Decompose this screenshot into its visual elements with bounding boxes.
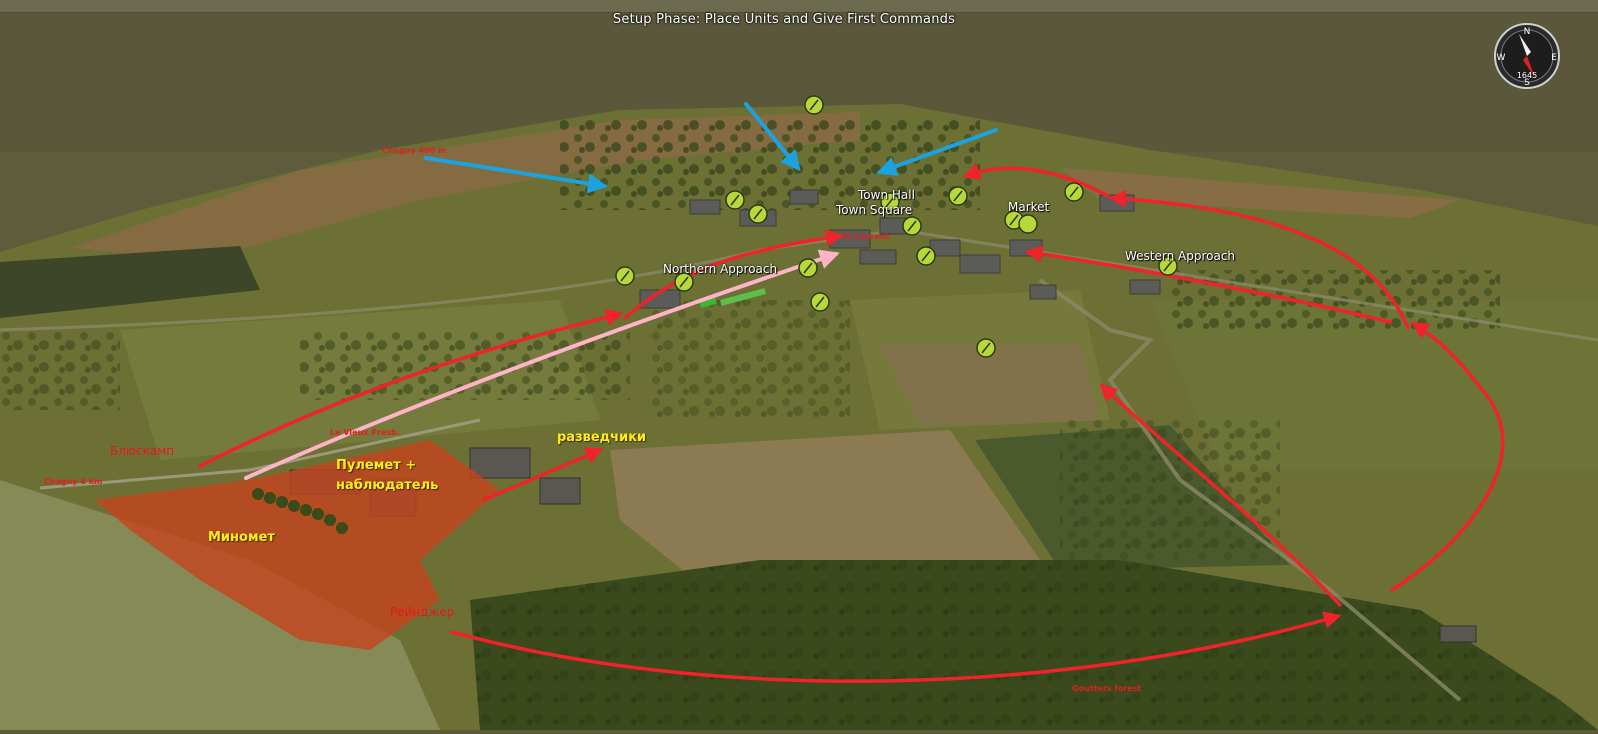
annotation-machine-gun-line2: наблюдатель (336, 478, 439, 493)
annotation-ranger: Рейнджер (390, 605, 455, 619)
label-left-edge: Chagny 6 km (44, 477, 103, 486)
label-market: Market (1008, 200, 1050, 214)
compass-west: W (1497, 53, 1506, 63)
compass-south: S (1524, 78, 1530, 88)
label-western-approach: Western Approach (1125, 249, 1236, 263)
phase-banner: Setup Phase: Place Units and Give First … (612, 12, 956, 27)
brown-field (610, 430, 1040, 600)
top-hud-bar (0, 0, 1598, 13)
label-town-hall: Town Hall (858, 188, 915, 202)
label-st-laurent: St Laurent (842, 232, 890, 241)
enemy-arrow-north (744, 102, 801, 172)
label-forest: Goutters forest (1072, 684, 1142, 693)
attack-arrow-east-loop (1390, 322, 1505, 592)
enemy-arrow-east (876, 128, 998, 176)
attack-arrow-scouts (482, 447, 604, 502)
deployment-zone (95, 440, 500, 650)
annotation-machine-gun-line1: Пулемет + (336, 458, 417, 473)
label-chagny: Chagny 400 m (382, 146, 447, 155)
attack-arrow-north (198, 308, 624, 468)
annotation-rifle-group: Блюскамп (110, 444, 175, 458)
annotation-mortar: Миномет (208, 530, 275, 545)
game-clock: 1645 (1517, 71, 1537, 80)
label-town-square: Town Square (836, 203, 913, 217)
annotation-scouts: разведчики (557, 430, 647, 445)
enemy-arrow-west (424, 156, 608, 194)
compass-north: N (1524, 27, 1531, 37)
compass[interactable]: N S E W 1645 (1493, 22, 1561, 90)
attack-arrow-ranger (450, 611, 1342, 683)
support-arrow (244, 249, 840, 480)
compass-east: E (1551, 53, 1557, 63)
label-le-vieux: Le Vieux Presb. (330, 428, 400, 437)
compass-icon: N S E W 1645 (1494, 23, 1560, 89)
label-northern-approach: Northern Approach (663, 262, 778, 276)
